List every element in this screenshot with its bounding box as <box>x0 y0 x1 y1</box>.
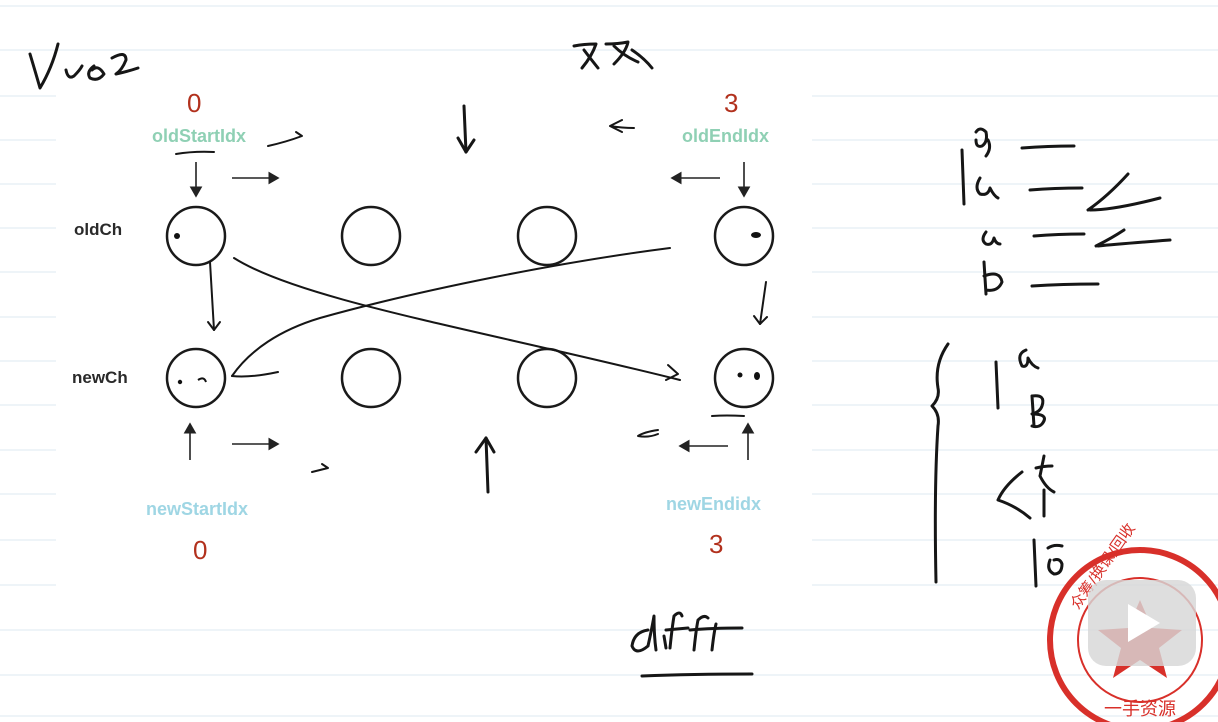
watermark-text: 一手资源 <box>1104 699 1176 720</box>
old-end-idx-label: oldEndIdx <box>682 126 769 146</box>
play-icon <box>1128 604 1160 642</box>
new-child-node-2 <box>340 347 402 409</box>
new-children-row-label: newCh <box>72 368 128 387</box>
old-children-row-label: oldCh <box>74 220 123 239</box>
old-start-value: 0 <box>187 88 202 118</box>
new-end-idx-label: newEndidx <box>666 494 762 514</box>
video-play-button[interactable] <box>1088 580 1196 666</box>
new-start-value: 0 <box>193 535 208 565</box>
old-end-value: 3 <box>724 88 739 118</box>
handwritten-right-list-bottom <box>930 342 1064 588</box>
old-child-node-2 <box>340 205 402 267</box>
new-child-node-4 <box>713 347 775 409</box>
old-child-node-3 <box>516 205 578 267</box>
handwritten-right-list-top <box>960 127 1172 296</box>
new-start-idx-label: newStartIdx <box>146 499 249 519</box>
old-child-node-1 <box>165 205 227 267</box>
handwritten-diff-note <box>630 611 754 678</box>
new-end-value: 3 <box>709 529 724 559</box>
new-child-node-1 <box>165 347 227 409</box>
old-child-node-4 <box>713 205 775 267</box>
handwritten-double-end-note <box>572 40 654 70</box>
old-start-idx-label: oldStartIdx <box>152 126 247 146</box>
handwritten-vue2-note <box>28 42 140 90</box>
